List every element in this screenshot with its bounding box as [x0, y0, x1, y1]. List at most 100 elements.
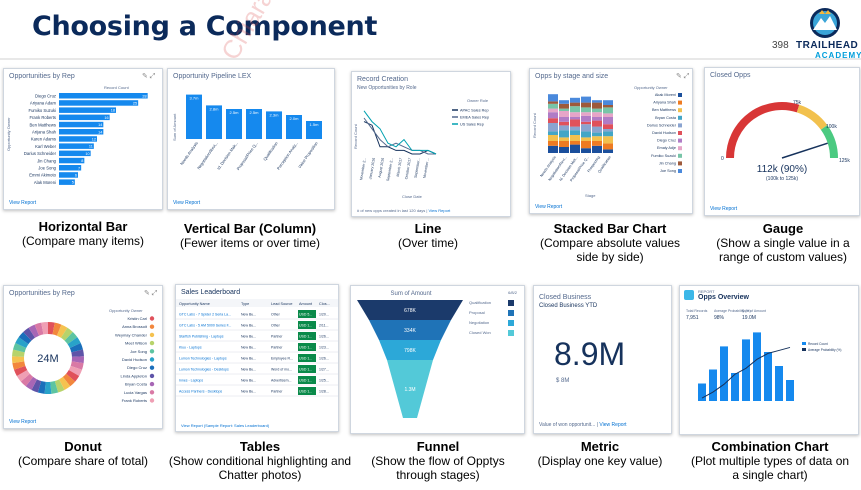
donut-slice [12, 361, 26, 370]
stack-segment [581, 141, 591, 149]
donut-center-value: 24M [37, 353, 58, 365]
legend-label: Ariyana Shah [653, 101, 676, 105]
stack-segment [570, 97, 580, 103]
edit-icon[interactable]: ✎ ⤢ [676, 73, 690, 80]
chart-title: Sum of Amount [390, 291, 431, 297]
legend-swatch [508, 330, 514, 336]
bar-label: Ariyana Adam [30, 101, 57, 106]
stack-segment [570, 106, 580, 113]
stack-segment [570, 126, 580, 131]
legend-swatch [149, 324, 155, 329]
table-cell: Other [271, 324, 281, 328]
legend-swatch [149, 316, 155, 321]
donut-slice [37, 380, 46, 394]
tick-label: November ... [422, 157, 430, 178]
highlight-cell [298, 332, 316, 340]
bar [59, 157, 85, 164]
card-title: Opportunities by Rep [9, 290, 75, 297]
table-cell: New Bu... [241, 368, 256, 372]
record-count: 6/8/2 [508, 290, 518, 295]
stack-segment [559, 100, 569, 104]
bar [753, 332, 761, 401]
stack-segment [570, 102, 580, 107]
bar-value: 2.5m [250, 110, 260, 115]
stack-segment [592, 120, 602, 127]
stack-segment [559, 117, 569, 122]
legend-swatch [149, 373, 155, 379]
stack-segment [581, 112, 591, 116]
bar-label: Diego Cruz [35, 94, 56, 99]
trailhead-logo [810, 8, 840, 38]
view-report-link[interactable]: View Report [9, 419, 37, 425]
donut-slice [58, 376, 71, 390]
bar-label: Karl Weber [35, 144, 56, 149]
tick-label: 125k [839, 158, 850, 164]
table-cell: New Bu... [241, 313, 256, 317]
bar-value: 6 [75, 174, 77, 178]
bar-value: 14 [98, 123, 102, 127]
bar-value: 7 [78, 166, 80, 170]
stack-segment [559, 147, 569, 153]
bar-value: 2.5m [230, 110, 240, 115]
view-report-link[interactable]: View Report [535, 204, 563, 210]
legend-label: Darius Schneider [647, 123, 677, 127]
donut-slice [69, 343, 83, 353]
stack-segment [570, 117, 580, 120]
bar [59, 172, 78, 178]
bar-value: 28 [142, 94, 146, 98]
donut-slice [41, 322, 49, 335]
legend-swatch [802, 342, 806, 345]
stack-segment [592, 126, 602, 133]
view-report-link[interactable]: View Report [173, 200, 201, 206]
donut-slice [15, 337, 29, 349]
bar [786, 380, 794, 401]
bar [59, 150, 91, 157]
bar-value: 8 [81, 159, 83, 163]
card-footer: # of new opps created in last 120 days |… [357, 208, 451, 213]
stack-segment [603, 129, 613, 132]
table-cell: Other [271, 313, 281, 317]
stack-segment [548, 145, 558, 153]
stack-segment [603, 117, 613, 125]
card-title: Record Creation [357, 76, 408, 83]
donut-slice [52, 322, 62, 336]
table-cell: USD 1... [299, 324, 312, 328]
legend-label: APAC Sales Rep [460, 109, 489, 113]
table-cell: Employee R... [271, 357, 293, 361]
gauge-band [796, 104, 828, 130]
tick-label: March 2017 [396, 157, 403, 176]
view-report-link[interactable]: View Report [710, 206, 738, 212]
tick-label: August 2016 [378, 157, 385, 178]
view-report-link[interactable]: View Report (Sample Report: Sales Leader… [181, 423, 270, 428]
stat-label: Average Probability (%) [714, 309, 751, 313]
stack-segment [559, 141, 569, 147]
gauge-band [726, 102, 800, 159]
legend-label: Closed Won [469, 330, 491, 335]
legend-label: David Hudson [122, 357, 147, 362]
stack-segment [548, 103, 558, 109]
table-cell: 1/20... [319, 313, 329, 317]
stack-segment [559, 125, 569, 131]
gauge-range: (100k to 125k) [766, 176, 798, 182]
table-cell: Innes - Laptops [179, 379, 203, 383]
stack-segment [581, 96, 591, 103]
stage-value: 334K [404, 328, 416, 334]
table-cell: Lumon Technologies - Laptops [179, 357, 227, 361]
metric-footer: Value of won opportunit... | View Report [539, 422, 627, 428]
legend-swatch [678, 108, 682, 113]
stack-segment [603, 124, 613, 129]
edit-icon[interactable]: ✎ ⤢ [144, 290, 158, 297]
bar-value: 3.7m [190, 96, 200, 101]
tick-label: Proposal/Price Q... [235, 141, 258, 171]
view-report-link[interactable]: View Report [9, 200, 37, 206]
legend-label: Anna Brossoit [122, 324, 148, 329]
legend-swatch [149, 398, 155, 403]
legend-label: Record Count [104, 85, 130, 90]
stack-segment [581, 102, 591, 108]
edit-icon[interactable]: ✎ ⤢ [142, 73, 156, 80]
